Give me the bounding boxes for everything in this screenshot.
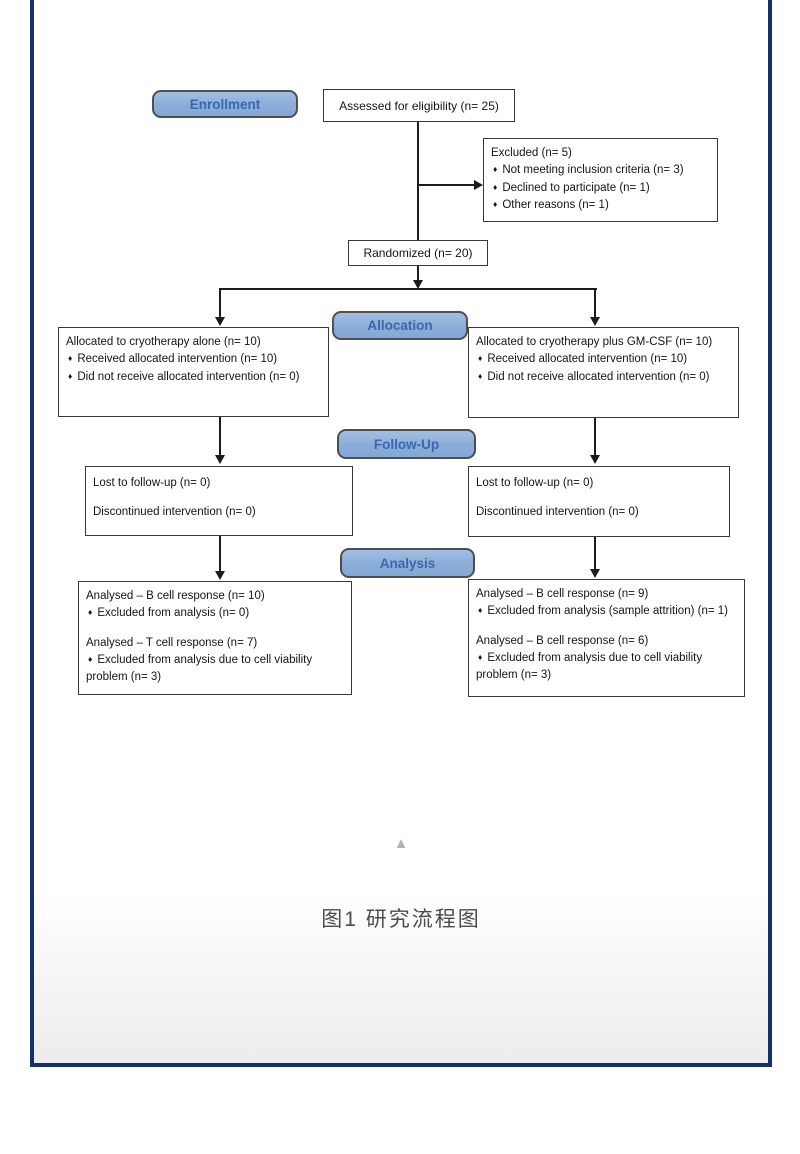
analysis-right-box: Analysed – B cell response (n= 9) ♦Exclu… xyxy=(468,579,745,697)
collapse-triangle-icon[interactable]: ▲ xyxy=(393,835,409,852)
arrowhead-down-icon xyxy=(413,280,423,289)
connector-line xyxy=(219,536,221,572)
excluded-bullet-line: ♦ Declined to participate (n= 1) xyxy=(491,180,710,197)
excluded-box: Excluded (n= 5) ♦ Not meeting inclusion c… xyxy=(483,138,718,222)
arrowhead-down-icon xyxy=(215,571,225,580)
followup-stage-label: Follow-Up xyxy=(337,429,476,459)
analysis-right-group1-bullet: ♦ Excluded from analysis (sample attritio… xyxy=(476,603,737,620)
allocated-right-box: Allocated to cryotherapy plus GM-CSF (n=… xyxy=(468,327,739,418)
allocated-left-title: Allocated to cryotherapy alone (n= 10) xyxy=(66,336,261,348)
allocated-left-box: Allocated to cryotherapy alone (n= 10) ♦… xyxy=(58,327,329,417)
analysis-left-bullet-text: Excluded from analysis due to cell viabi… xyxy=(86,653,313,683)
arrowhead-right-icon xyxy=(474,180,483,190)
followup-left-line1: Lost to follow-up (n= 0) xyxy=(93,477,211,489)
arrowhead-down-icon xyxy=(590,569,600,578)
excluded-bullet-line: ♦ Other reasons (n= 1) xyxy=(491,197,710,214)
diamond-bullet-icon: ♦ xyxy=(88,653,93,664)
analysis-right-group2-bullet: ♦Excluded from analysis due to cell viab… xyxy=(476,650,737,685)
diamond-bullet-icon: ♦ xyxy=(493,198,498,209)
excluded-bullet-text: Not meeting inclusion criteria (n= 3) xyxy=(502,164,684,177)
diamond-bullet-icon: ♦ xyxy=(493,164,498,175)
followup-right-box: Lost to follow-up (n= 0) Discontinued in… xyxy=(468,466,730,537)
followup-stage-text: Follow-Up xyxy=(373,436,440,452)
diamond-bullet-icon: ♦ xyxy=(478,370,483,381)
allocated-left-bullet-line: ♦ Received allocated intervention (n= 10) xyxy=(66,351,321,368)
excluded-bullet-text: Declined to participate (n= 1) xyxy=(502,181,650,194)
analysis-left-group2-title: Analysed – T cell response (n= 7) xyxy=(86,636,258,649)
assessed-text: Assessed for eligibility (n= 25) xyxy=(339,98,499,113)
analysis-right-group2-title: Analysed – B cell response (n= 6) xyxy=(476,634,649,647)
allocation-stage-text: Allocation xyxy=(367,318,433,333)
connector-line xyxy=(594,537,596,570)
arrowhead-down-icon xyxy=(215,455,225,464)
randomized-box: Randomized (n= 20) xyxy=(348,240,488,266)
connector-line xyxy=(418,184,475,186)
analysis-left-box: Analysed – B cell response (n= 10) ♦Excl… xyxy=(78,581,352,695)
diamond-bullet-icon: ♦ xyxy=(478,353,483,364)
diamond-bullet-icon: ♦ xyxy=(478,605,483,616)
analysis-right-bullet-text: Excluded from analysis due to cell viabi… xyxy=(476,651,703,681)
analysis-right-bullet-text: Excluded from analysis (sample attrition… xyxy=(487,605,728,618)
connector-line xyxy=(219,290,221,318)
connector-line xyxy=(594,290,596,318)
followup-left-box: Lost to follow-up (n= 0) Discontinued in… xyxy=(85,466,353,536)
connector-line xyxy=(219,417,221,456)
assessed-box: Assessed for eligibility (n= 25) xyxy=(323,89,515,122)
collapse-control[interactable]: ▲ xyxy=(30,836,772,851)
allocated-left-bullet-text: Received allocated intervention (n= 10) xyxy=(77,353,278,366)
diamond-bullet-icon: ♦ xyxy=(68,370,73,381)
randomized-text: Randomized (n= 20) xyxy=(363,246,473,260)
allocated-right-bullet-line: ♦ Received allocated intervention (n= 10) xyxy=(476,351,731,368)
diamond-bullet-icon: ♦ xyxy=(478,651,483,662)
followup-left-line2: Discontinued intervention (n= 0) xyxy=(93,506,256,519)
diamond-bullet-icon: ♦ xyxy=(493,181,498,192)
enrollment-stage-text: Enrollment xyxy=(189,96,261,112)
arrowhead-down-icon xyxy=(590,317,600,326)
connector-line xyxy=(594,418,596,456)
figure-caption: 图1 研究流程图 xyxy=(321,908,481,931)
followup-right-line1: Lost to follow-up (n= 0) xyxy=(476,477,594,489)
analysis-stage-text: Analysis xyxy=(379,555,436,571)
analysis-right-group1-title: Analysed – B cell response (n= 9) xyxy=(476,588,649,600)
allocated-right-bullet-line: ♦ Did not receive allocated intervention … xyxy=(476,369,731,386)
analysis-left-bullet-text: Excluded from analysis (n= 0) xyxy=(97,607,250,620)
excluded-bullet-text: Other reasons (n= 1) xyxy=(502,198,609,211)
diamond-bullet-icon: ♦ xyxy=(88,607,93,618)
connector-line xyxy=(219,288,597,290)
allocated-right-title: Allocated to cryotherapy plus GM-CSF (n=… xyxy=(476,336,713,348)
allocated-left-bullet-text: Did not receive allocated intervention (… xyxy=(77,370,300,383)
analysis-left-group1-title: Analysed – B cell response (n= 10) xyxy=(86,590,265,602)
analysis-left-group1-bullet: ♦ Excluded from analysis (n= 0) xyxy=(86,605,344,622)
excluded-bullet-line: ♦ Not meeting inclusion criteria (n= 3) xyxy=(491,162,710,179)
allocated-left-bullet-line: ♦ Did not receive allocated intervention … xyxy=(66,369,321,386)
followup-right-line2: Discontinued intervention (n= 0) xyxy=(476,506,639,519)
analysis-left-group2-bullet: ♦Excluded from analysis due to cell viab… xyxy=(86,652,344,687)
enrollment-stage-label: Enrollment xyxy=(152,90,298,118)
analysis-stage-label: Analysis xyxy=(340,548,475,578)
diamond-bullet-icon: ♦ xyxy=(68,353,73,364)
excluded-title: Excluded (n= 5) xyxy=(491,147,572,159)
connector-line xyxy=(417,266,419,281)
allocated-right-bullet-text: Received allocated intervention (n= 10) xyxy=(487,353,688,366)
arrowhead-down-icon xyxy=(590,455,600,464)
arrowhead-down-icon xyxy=(215,317,225,326)
allocated-right-bullet-text: Did not receive allocated intervention (… xyxy=(487,370,710,383)
allocation-stage-label: Allocation xyxy=(332,311,468,340)
connector-line xyxy=(417,122,419,240)
